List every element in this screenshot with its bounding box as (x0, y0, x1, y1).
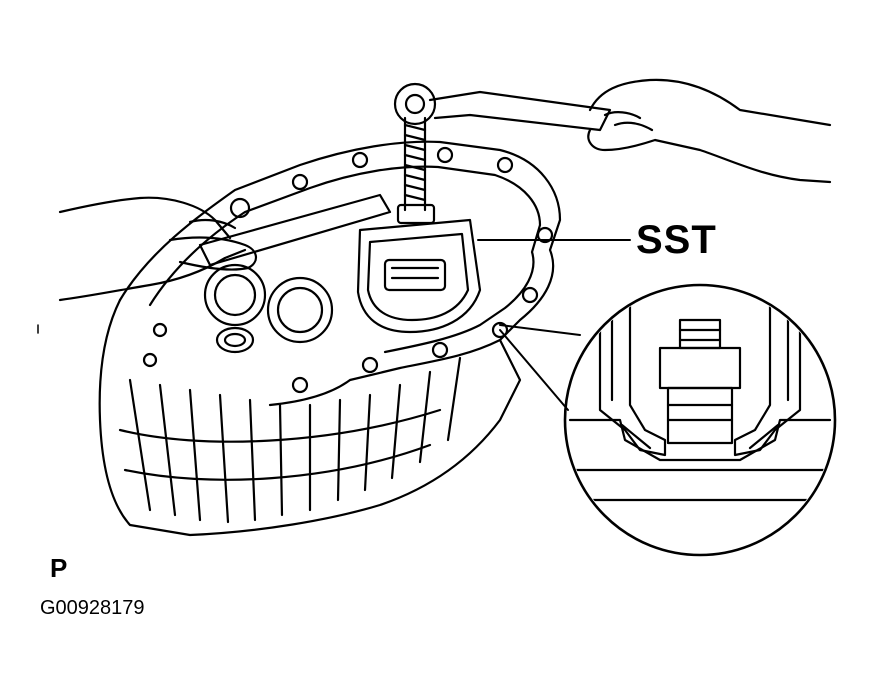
view-letter: P (50, 553, 68, 583)
sst-puller (198, 82, 612, 334)
detail-callout (499, 283, 837, 557)
transaxle-case (98, 140, 562, 537)
figure-code: G00928179 (40, 597, 145, 619)
hands (58, 78, 832, 302)
sst-label: SST (636, 218, 717, 262)
